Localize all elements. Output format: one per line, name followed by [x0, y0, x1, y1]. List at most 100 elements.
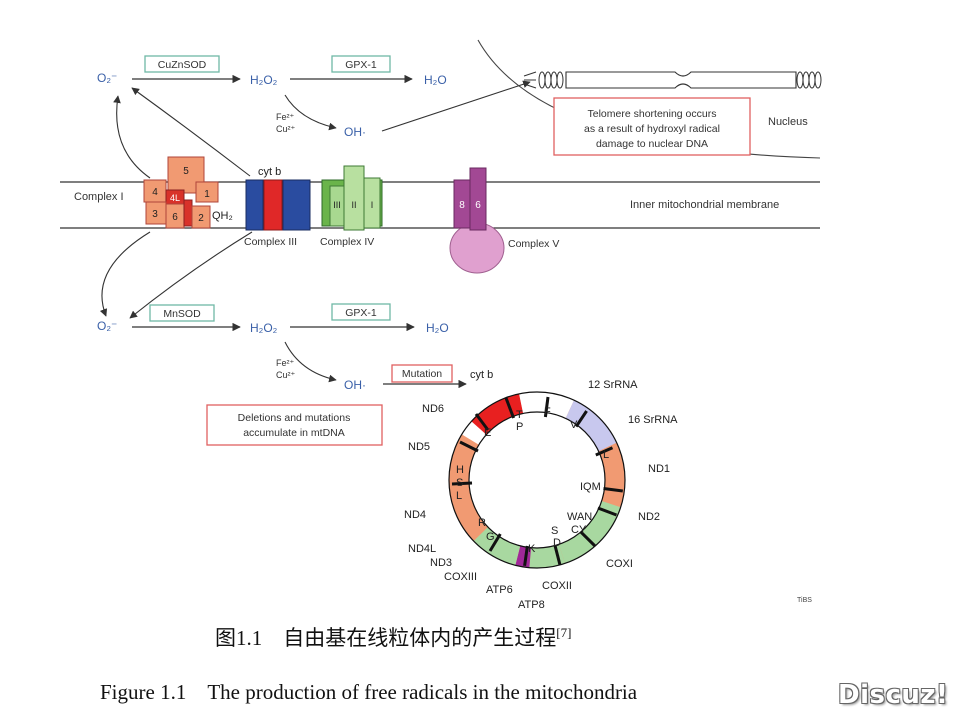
bottom-gpx-label: GPX-1 — [345, 307, 377, 319]
gene-nd4l: ND4L — [408, 543, 436, 555]
mnsod-box — [149, 304, 215, 322]
top-oh-label: OH· — [344, 125, 366, 139]
inner-membrane-label: Inner mitochondrial membrane — [630, 199, 779, 211]
arrow-complex1-to-o2-bottom — [99, 231, 151, 317]
trna-k: K — [528, 543, 536, 555]
arrow-complex1-to-o2-top — [113, 95, 151, 179]
chromosome — [523, 71, 822, 89]
gene-nd1: ND1 — [648, 463, 670, 475]
gene-coxiii: COXIII — [444, 571, 477, 583]
complex3-left — [245, 179, 264, 231]
qh2-label: QH₂ — [212, 210, 233, 222]
gene-coxii: COXII — [542, 580, 572, 592]
subunit-1: 1 — [204, 189, 210, 200]
top-cu-label: Cu²⁺ — [276, 124, 296, 134]
trna-l2: L — [456, 490, 462, 502]
complex3-right — [282, 179, 311, 231]
caption-reference: [7] — [556, 625, 572, 640]
subunit-4l: 4L — [170, 193, 180, 203]
deletions-line-1: Deletions and mutations — [238, 412, 351, 424]
caption-chinese: 图1.1 自由基在线粒体内的产生过程[7] — [215, 622, 571, 652]
complex1-label: Complex I — [74, 191, 124, 203]
caption-chinese-text: 图1.1 自由基在线粒体内的产生过程 — [215, 626, 557, 650]
cytb-label-bottom: cyt b — [470, 369, 493, 381]
complex4-label: Complex IV — [320, 236, 374, 248]
complex5-label-6: 6 — [475, 200, 481, 211]
mtdna-trna-marks — [451, 396, 623, 567]
telomere-line-3: damage to nuclear DNA — [596, 138, 708, 150]
gene-coxi: COXI — [606, 558, 633, 570]
caption-english: Figure 1.1 The production of free radica… — [100, 680, 638, 704]
arrow-complex3-to-o2-top — [131, 87, 251, 177]
complex4-sub-iii: III — [333, 200, 341, 210]
bottom-oh-label: OH· — [344, 378, 366, 392]
trna-p: P — [516, 421, 523, 433]
mitochondria-free-radical-figure: O₂⁻ CuZnSOD H₂O₂ GPX-1 H₂O Fe²⁺ Cu²⁺ OH·… — [60, 39, 822, 611]
gene-16s-rrna: 16 SrRNA — [628, 414, 678, 426]
gene-nd5: ND5 — [408, 441, 430, 453]
trna-l: L — [603, 449, 609, 461]
trna-v: V — [570, 419, 578, 431]
gene-atp6: ATP6 — [486, 584, 513, 596]
arrow-complex3-to-o2-bottom — [129, 231, 253, 319]
complex5-label-8: 8 — [459, 200, 465, 211]
bottom-o2-label: O₂⁻ — [97, 319, 117, 333]
trna-s2: S — [456, 477, 463, 489]
gene-12s-rrna: 12 SrRNA — [588, 379, 638, 391]
subunit-3: 3 — [152, 209, 158, 220]
subunit-4: 4 — [152, 187, 158, 198]
gene-atp8: ATP8 — [518, 599, 545, 611]
complex4 — [321, 165, 383, 231]
bottom-gpx-box — [331, 303, 391, 321]
complex5-label: Complex V — [508, 238, 559, 250]
subunit-5: 5 — [183, 166, 189, 177]
complex5-sub6 — [469, 167, 487, 231]
bottom-h2o2-label: H₂O₂ — [250, 321, 278, 335]
trna-e: E — [484, 427, 491, 439]
complex1 — [143, 156, 219, 229]
nucleus-label: Nucleus — [768, 116, 808, 128]
trna-cy: CY — [571, 524, 587, 536]
gene-nd6: ND6 — [422, 403, 444, 415]
subunit-2: 2 — [198, 213, 204, 224]
deletions-line-2: accumulate in mtDNA — [243, 427, 345, 439]
trna-g: G — [486, 531, 495, 543]
subunit-6: 6 — [172, 212, 178, 223]
gene-nd3: ND3 — [430, 557, 452, 569]
telomere-line-2: as a result of hydroxyl radical — [584, 123, 720, 135]
gene-nd2: ND2 — [638, 511, 660, 523]
arrow-h2o2-to-oh-bottom — [284, 341, 337, 383]
tibs-mark: TiBS — [797, 597, 812, 604]
arrow-h2o2-to-oh-top — [284, 94, 337, 131]
trna-t: T — [516, 409, 523, 421]
bottom-cu-label: Cu²⁺ — [276, 370, 296, 380]
top-gpx-label: GPX-1 — [345, 59, 377, 71]
trna-iqm: IQM — [580, 481, 601, 493]
arrow-oh-to-nucleus — [381, 80, 531, 132]
discuz-watermark: Discuz! — [838, 680, 949, 710]
cytb-label-top: cyt b — [258, 166, 281, 178]
cuznsod-box — [144, 55, 220, 73]
top-gpx-box — [331, 55, 391, 73]
bottom-fe-label: Fe²⁺ — [276, 358, 295, 368]
trna-s: S — [551, 525, 558, 537]
top-h2o-label: H₂O — [424, 73, 447, 87]
trna-d: D — [553, 537, 561, 549]
top-fe-label: Fe²⁺ — [276, 112, 295, 122]
trna-wan: WAN — [567, 511, 592, 523]
gene-nd4: ND4 — [404, 509, 426, 521]
trna-f: F — [544, 406, 551, 418]
cuznsod-label: CuZnSOD — [158, 59, 207, 71]
top-h2o2-label: H₂O₂ — [250, 73, 278, 87]
deletions-box — [206, 404, 383, 446]
mnsod-label: MnSOD — [163, 308, 201, 320]
complex4-sub-i: I — [371, 200, 374, 210]
trna-h: H — [456, 464, 464, 476]
telomere-box — [553, 97, 751, 156]
telomere-line-1: Telomere shortening occurs — [588, 108, 717, 120]
mutation-label: Mutation — [402, 368, 442, 380]
bottom-h2o-label: H₂O — [426, 321, 449, 335]
complex4-sub-ii: II — [351, 200, 356, 210]
trna-r: R — [478, 517, 486, 529]
top-o2-label: O₂⁻ — [97, 71, 117, 85]
